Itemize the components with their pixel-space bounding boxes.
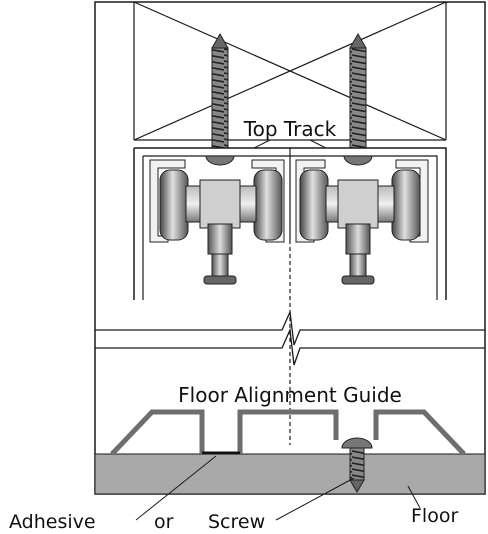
top-track-label: Top Track	[243, 117, 337, 141]
header-beam	[133, 1, 447, 141]
or-label: or	[154, 511, 174, 533]
floor	[94, 453, 486, 495]
break-lines	[95, 309, 485, 366]
mounting-screw-right	[349, 32, 367, 149]
floor-alignment-guide	[110, 409, 466, 456]
floor-label: Floor	[411, 505, 458, 527]
screw-label: Screw	[208, 511, 265, 533]
roller-assembly-left	[149, 159, 285, 285]
floor-screw-icon	[341, 437, 373, 493]
roller-assembly-right	[295, 159, 429, 285]
leader-lines	[135, 139, 421, 521]
mounting-screw-left	[211, 32, 229, 149]
top-track	[133, 147, 447, 300]
floor-guide-label: Floor Alignment Guide	[178, 383, 402, 407]
adhesive-label: Adhesive	[9, 511, 96, 533]
